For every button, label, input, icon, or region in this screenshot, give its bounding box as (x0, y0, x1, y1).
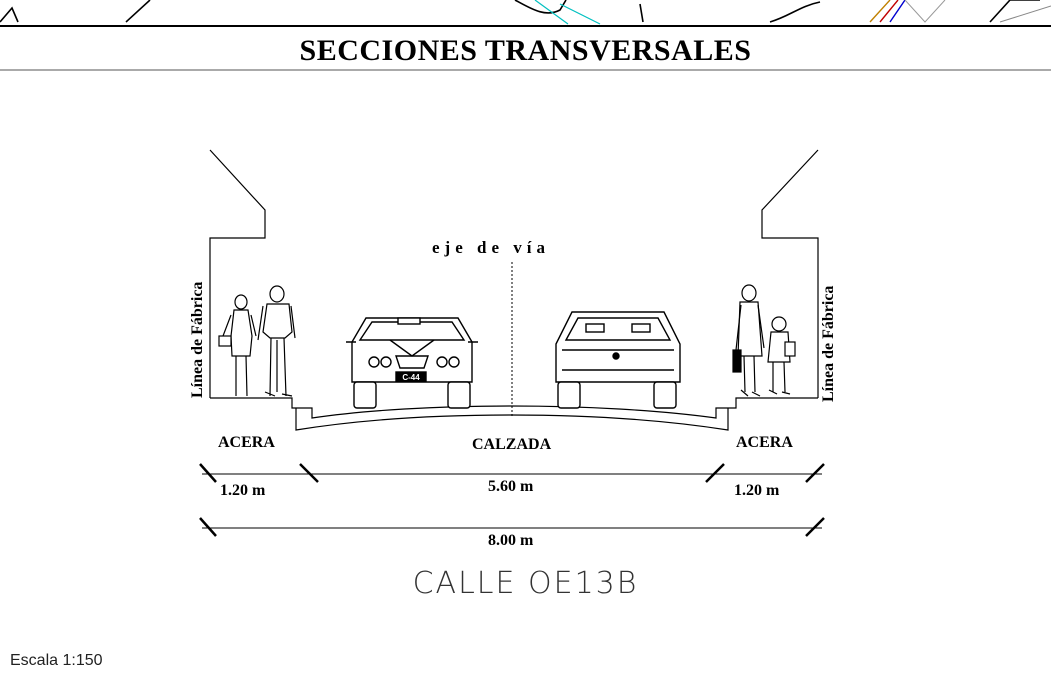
car-license-plate-text: C-44 (402, 373, 420, 382)
dim-sidewalk-right: 1.20 m (734, 482, 780, 499)
page-title: SECCIONES TRANSVERSALES (299, 34, 752, 67)
roadway-label: CALZADA (472, 436, 552, 453)
facade-line-label-right: Línea de Fábrica (820, 285, 837, 402)
road-axis-label: eje de vía (432, 238, 550, 257)
pedestrian-woman-right-icon (732, 284, 765, 397)
dim-sidewalk-left: 1.20 m (220, 482, 266, 499)
car-front-view-icon (346, 317, 478, 409)
scale-label: Escala 1:150 (10, 652, 103, 669)
sidewalk-right-label: ACERA (736, 434, 793, 451)
dim-total: 8.00 m (488, 532, 534, 549)
map-fragment (0, 0, 1051, 25)
dimension-lines (199, 463, 825, 537)
ground-surface (210, 397, 818, 419)
street-name: CALLE OE13B (412, 566, 639, 601)
facade-left (209, 149, 266, 398)
facade-right (761, 149, 819, 398)
pedestrian-woman-left-icon (218, 294, 257, 397)
sidewalk-left-label: ACERA (218, 434, 275, 451)
pedestrian-man-left-icon (257, 285, 296, 397)
facade-line-label-left: Línea de Fábrica (189, 281, 206, 398)
car-rear-view-icon (555, 311, 681, 409)
roadway-base (295, 408, 729, 431)
pedestrian-child-right-icon (767, 316, 796, 395)
dim-roadway: 5.60 m (488, 478, 534, 495)
